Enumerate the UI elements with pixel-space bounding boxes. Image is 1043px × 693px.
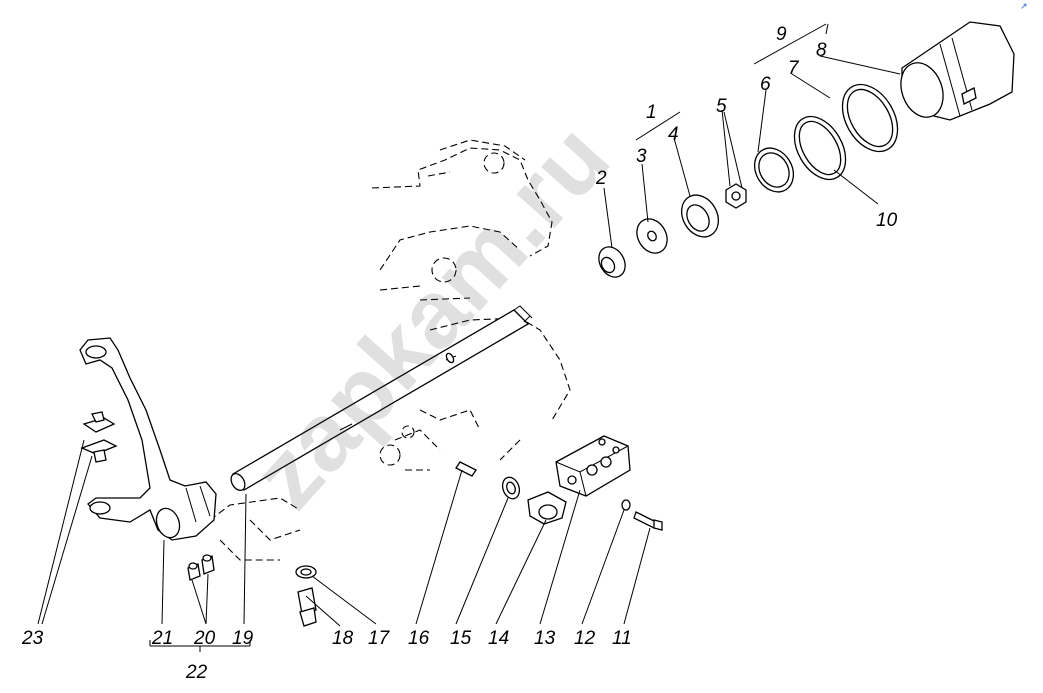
callout-10: 10 <box>876 210 898 231</box>
sensor-14 <box>527 491 567 525</box>
callout-8: 8 <box>816 40 827 61</box>
callout-17: 17 <box>368 628 391 649</box>
key-parts-23 <box>80 411 118 463</box>
lever-21 <box>79 337 217 541</box>
callout-14: 14 <box>488 628 509 649</box>
callout-9: 9 <box>776 24 787 45</box>
valve-block-13 <box>555 435 631 497</box>
washer-3 <box>636 218 668 254</box>
callout-22: 22 <box>185 662 208 683</box>
callout-21: 21 <box>151 628 173 649</box>
callout-23: 23 <box>21 628 44 649</box>
callout-20: 20 <box>193 628 216 649</box>
housing-outline-dashed <box>209 139 571 561</box>
ring-7 <box>841 83 899 153</box>
callout-labels: 1 2 3 4 5 6 7 8 9 10 11 12 13 14 15 16 1… <box>21 24 898 683</box>
washer-12 <box>621 499 631 511</box>
callout-5: 5 <box>716 96 727 117</box>
piston-8 <box>900 21 1015 121</box>
ring-6 <box>753 147 795 193</box>
fittings-20 <box>187 554 215 581</box>
callout-2: 2 <box>595 168 607 189</box>
callout-4: 4 <box>668 124 679 145</box>
callout-18: 18 <box>332 628 354 649</box>
callout-6: 6 <box>760 74 771 95</box>
callout-3: 3 <box>636 146 647 167</box>
retaining-ring-10 <box>793 115 847 181</box>
pin-16 <box>455 461 477 477</box>
callout-15: 15 <box>450 628 472 649</box>
washer-17 <box>295 565 317 579</box>
bolt-11 <box>633 511 663 531</box>
nut-5 <box>725 183 747 209</box>
callout-13: 13 <box>534 628 556 649</box>
callout-7: 7 <box>788 58 800 79</box>
bushing-2 <box>598 246 626 278</box>
link-arrow-icon: ↗ <box>1020 2 1028 12</box>
callout-12: 12 <box>574 628 596 649</box>
shaft-19 <box>230 305 533 492</box>
callout-16: 16 <box>408 628 430 649</box>
callout-19: 19 <box>232 628 254 649</box>
callout-1: 1 <box>646 102 657 123</box>
sleeve-4 <box>680 194 720 238</box>
leader-lines <box>37 23 901 652</box>
bolt-18 <box>297 587 317 627</box>
callout-11: 11 <box>612 628 632 649</box>
ring-15 <box>501 476 521 500</box>
